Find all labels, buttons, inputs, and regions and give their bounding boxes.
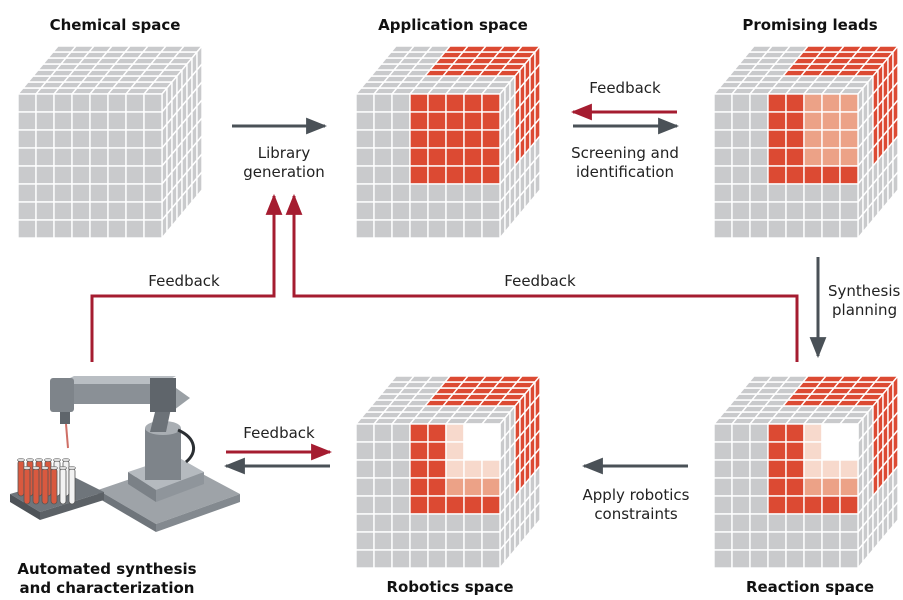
title-promising-leads: Promising leads — [742, 16, 877, 34]
test-tubes-icon — [10, 458, 104, 520]
label-library-2: generation — [243, 163, 325, 181]
label-feedback-left: Feedback — [148, 272, 220, 290]
test-tube — [41, 466, 49, 505]
test-tube — [50, 466, 58, 505]
cube-robotics-space — [354, 374, 542, 570]
test-tube — [17, 458, 25, 497]
label-screening-1: Screening and — [571, 144, 679, 162]
title-chemical-space: Chemical space — [50, 16, 181, 34]
title-automated-1: Automated synthesis — [17, 560, 196, 578]
cube-reaction-space — [712, 374, 900, 570]
label-apply-2: constraints — [594, 505, 678, 523]
cube-promising-leads — [712, 44, 900, 240]
cube-application-space — [354, 44, 542, 240]
robot-arm-icon — [50, 376, 240, 532]
feedback-path-center — [285, 193, 799, 362]
label-screening-2: identification — [576, 163, 674, 181]
title-robotics-space: Robotics space — [386, 578, 513, 596]
label-synthesis-2: planning — [832, 301, 897, 319]
label-synthesis-1: Synthesis — [828, 282, 901, 300]
test-tube — [59, 466, 67, 505]
test-tube — [23, 466, 31, 505]
label-feedback-top: Feedback — [589, 79, 661, 97]
title-reaction-space: Reaction space — [746, 578, 874, 596]
label-feedback-robot: Feedback — [243, 424, 315, 442]
test-tube — [68, 466, 76, 505]
cube-chemical-space — [16, 44, 204, 240]
title-automated-2: and characterization — [20, 579, 195, 597]
feedback-path-left — [90, 193, 283, 362]
title-application-space: Application space — [378, 16, 528, 34]
label-feedback-center: Feedback — [504, 272, 576, 290]
label-library-1: Library — [258, 144, 311, 162]
label-apply-1: Apply robotics — [583, 486, 690, 504]
test-tube — [32, 466, 40, 505]
